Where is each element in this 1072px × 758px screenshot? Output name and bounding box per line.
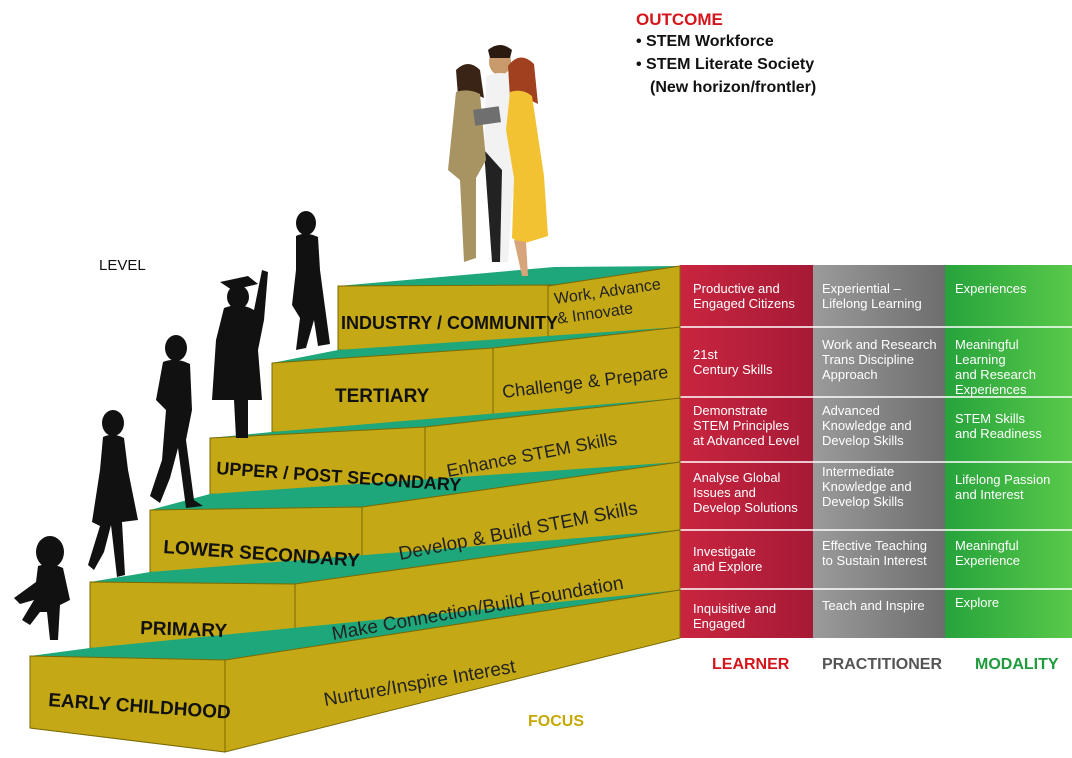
practitioner-cell-1: Experiential – Lifelong Learning [822, 281, 922, 311]
learner-cell-4: Analyse Global Issues and Develop Soluti… [693, 470, 798, 515]
practitioner-cell-5: Effective Teaching to Sustain Interest [822, 538, 928, 568]
learner-cell-1: Productive and Engaged Citizens [693, 281, 795, 311]
step-tread-early [30, 590, 680, 660]
modality-cell-1: Experiences [955, 281, 1027, 296]
step-name-industry-community: INDUSTRY / COMMUNITY [341, 313, 558, 333]
practitioner-cell-3: Advanced Knowledge and Develop Skills [822, 403, 912, 448]
girl-silhouette [88, 410, 138, 577]
stairs [29, 265, 681, 753]
outcome-item-literate-society: • STEM Literate Society [636, 56, 815, 73]
step-tread-tertiary [272, 327, 680, 363]
step-name-primary: PRIMARY [140, 618, 228, 642]
learner-cell-5: Investigate and Explore [693, 544, 763, 574]
modality-column-label: MODALITY [975, 656, 1059, 673]
modality-cell-2: Meaningful Learning and Research Experie… [955, 337, 1036, 397]
practitioner-column [813, 265, 945, 638]
woman-silhouette [292, 211, 330, 350]
outcome-title: OUTCOME [636, 10, 723, 29]
level-label: LEVEL [99, 257, 146, 274]
practitioner-column-label: PRACTITIONER [822, 656, 942, 673]
modality-cell-3: STEM Skills and Readiness [955, 411, 1042, 441]
modality-cell-5: Meaningful Experience [955, 538, 1021, 568]
boy-silhouette [150, 335, 203, 508]
professionals-group [448, 45, 548, 276]
learner-cell-3: Demonstrate STEM Principles at Advanced … [693, 403, 800, 448]
practitioner-cell-4: Intermediate Knowledge and Develop Skill… [822, 464, 912, 509]
outcome-item-workforce: • STEM Workforce [636, 33, 774, 50]
focus-label: FOCUS [528, 713, 584, 730]
step-name-tertiary: TERTIARY [335, 386, 430, 407]
modality-cell-6: Explore [955, 595, 1000, 610]
step-tread-industry [338, 266, 680, 286]
practitioner-cell-6: Teach and Inspire [822, 598, 925, 613]
modality-column [945, 265, 1072, 638]
learner-cell-6: Inquisitive and Engaged [693, 601, 777, 631]
step-tread-lower [150, 462, 680, 510]
graduate-silhouette [212, 270, 268, 438]
learner-cell-2: 21st Century Skills [693, 347, 773, 377]
learner-column-label: LEARNER [712, 656, 790, 673]
step-side-early [224, 589, 681, 753]
learner-column [680, 265, 813, 638]
modality-cell-4: Lifelong Passion and Interest [955, 472, 1051, 502]
column-dividers [680, 326, 1072, 590]
step-tread-upper [210, 398, 680, 438]
step-tread-primary [90, 530, 680, 584]
outcome-item-new-horizon: (New horizon/frontler) [650, 79, 817, 96]
toddler-silhouette [14, 536, 70, 640]
practitioner-cell-2: Work and Research Trans Discipline Appro… [822, 337, 937, 382]
learner-silhouettes [14, 211, 330, 640]
